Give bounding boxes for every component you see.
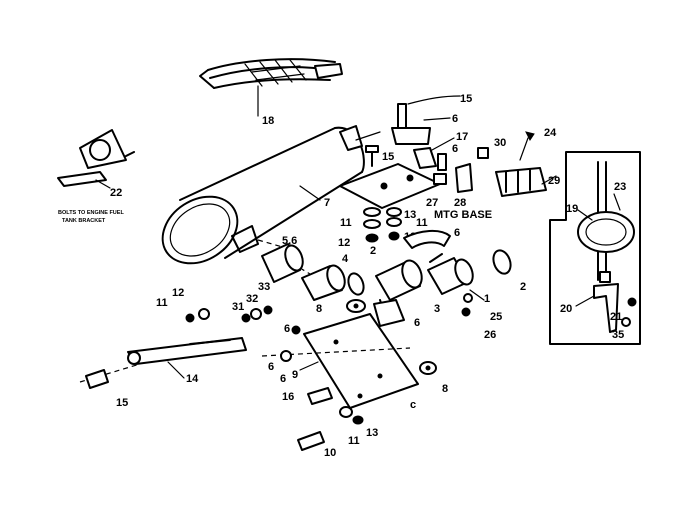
callout-32: 32 [246, 293, 258, 305]
callout-23: 23 [614, 181, 626, 193]
callout-9: 9 [292, 369, 298, 381]
fuel-tank-bracket: 22 BOLTS TO ENGINE FUEL TANK BRACKET [57, 129, 135, 224]
callout-31: 31 [232, 301, 244, 313]
support-arm-assembly: 14 15 12 11 31 32 33 6 6 6 [79, 281, 301, 409]
callout-6-pipe: 6 [454, 227, 460, 239]
callout-17: 17 [456, 131, 468, 143]
callout-29: 29 [548, 175, 560, 187]
callout-6-plate: 6 [414, 317, 420, 329]
callout-4: 4 [342, 253, 349, 265]
callout-2-mid: 2 [370, 245, 376, 257]
heat-shield-guard: 18 [199, 58, 343, 127]
callout-19: 19 [566, 203, 578, 215]
callout-28: 28 [454, 197, 466, 209]
pipe-couplers: 5,6 4 2 6 2 1 25 26 3 [261, 227, 526, 341]
callout-2-right: 2 [520, 281, 526, 293]
bracket-note-line2: TANK BRACKET [62, 218, 106, 224]
callout-6-mid: 6 [452, 143, 458, 155]
callout-13-right: 13 [404, 209, 416, 221]
callout-33: 33 [258, 281, 270, 293]
callout-15-bottom: 15 [116, 397, 128, 409]
callout-8-left: 8 [316, 303, 322, 315]
lower-plate-assembly: 8 6 9 c 8 16 11 13 10 [261, 299, 448, 459]
callout-3: 3 [434, 303, 440, 315]
bracket-note-line1: BOLTS TO ENGINE FUEL [58, 210, 124, 216]
callout-35: 35 [612, 329, 624, 341]
mtg-base-label: MTG BASE [434, 209, 492, 221]
callout-5-6: 5,6 [282, 235, 297, 247]
callout-6-top: 6 [452, 113, 458, 125]
callout-26: 26 [484, 329, 496, 341]
callout-25: 25 [490, 311, 502, 323]
callout-6-arm2: 6 [268, 361, 274, 373]
callout-14: 14 [186, 373, 199, 385]
callout-18: 18 [262, 115, 274, 127]
inset-detail: 23 19 20 21 35 [549, 151, 641, 345]
callout-30: 30 [494, 137, 506, 149]
callout-6-arm: 6 [284, 323, 290, 335]
callout-13-plate: 13 [366, 427, 378, 439]
callout-27: 27 [426, 197, 438, 209]
callout-11-plate: 11 [348, 435, 360, 447]
callout-16: 16 [282, 391, 294, 403]
callout-11-left: 11 [340, 217, 352, 229]
callout-6-arm3: 6 [280, 373, 286, 385]
callout-20: 20 [560, 303, 572, 315]
callout-12-bottom: 12 [172, 287, 184, 299]
callout-1: 1 [484, 293, 490, 305]
callout-11-right: 11 [416, 217, 428, 229]
plate-mark-c: c [410, 399, 416, 411]
callout-11-bottom: 11 [156, 297, 168, 309]
callout-21: 21 [610, 311, 622, 323]
callout-24: 24 [544, 127, 557, 139]
callout-22: 22 [110, 187, 122, 199]
mounting-hardware-upper: 15 6 17 15 6 28 27 30 24 29 MTG BASE [339, 93, 560, 221]
callout-15-mid: 15 [382, 151, 394, 163]
callout-10: 10 [324, 447, 336, 459]
callout-15-top: 15 [460, 93, 472, 105]
callout-7: 7 [324, 197, 330, 209]
washer-stack: 11 12 13 11 12 [338, 207, 428, 249]
callout-8-right: 8 [442, 383, 448, 395]
callout-12-left: 12 [338, 237, 350, 249]
